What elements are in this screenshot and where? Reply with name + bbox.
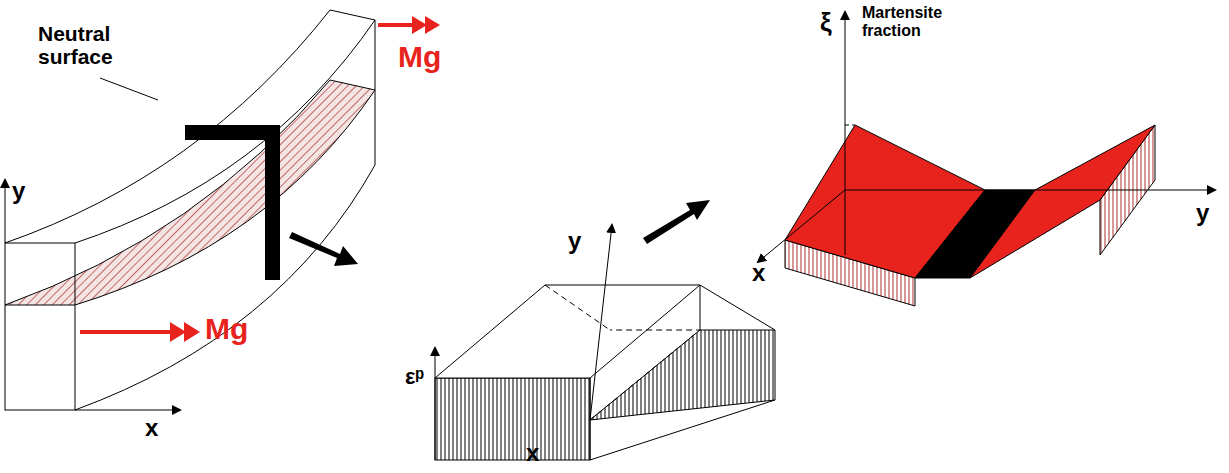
flow-arrow xyxy=(289,200,710,266)
bent-beam xyxy=(5,10,375,410)
axis-label: ξ xyxy=(820,8,832,37)
axis-label: x xyxy=(752,260,765,286)
strain-plot xyxy=(435,225,775,460)
martensite-plot xyxy=(758,12,1215,306)
axis-label: x xyxy=(526,440,539,466)
moment-label: Mg xyxy=(398,40,441,73)
axis-title: Martensite fraction xyxy=(862,4,962,39)
section-cut xyxy=(185,125,280,280)
axis-label: y xyxy=(12,178,25,204)
axis-label: y xyxy=(1196,200,1209,226)
part-name: Neutral surface xyxy=(38,22,168,68)
moment-label: Mg xyxy=(205,312,248,345)
axis-label: εᵖ xyxy=(405,365,424,389)
axis-label: y xyxy=(568,228,581,254)
moment-arrow xyxy=(80,16,440,342)
axis-label: x xyxy=(145,415,158,441)
